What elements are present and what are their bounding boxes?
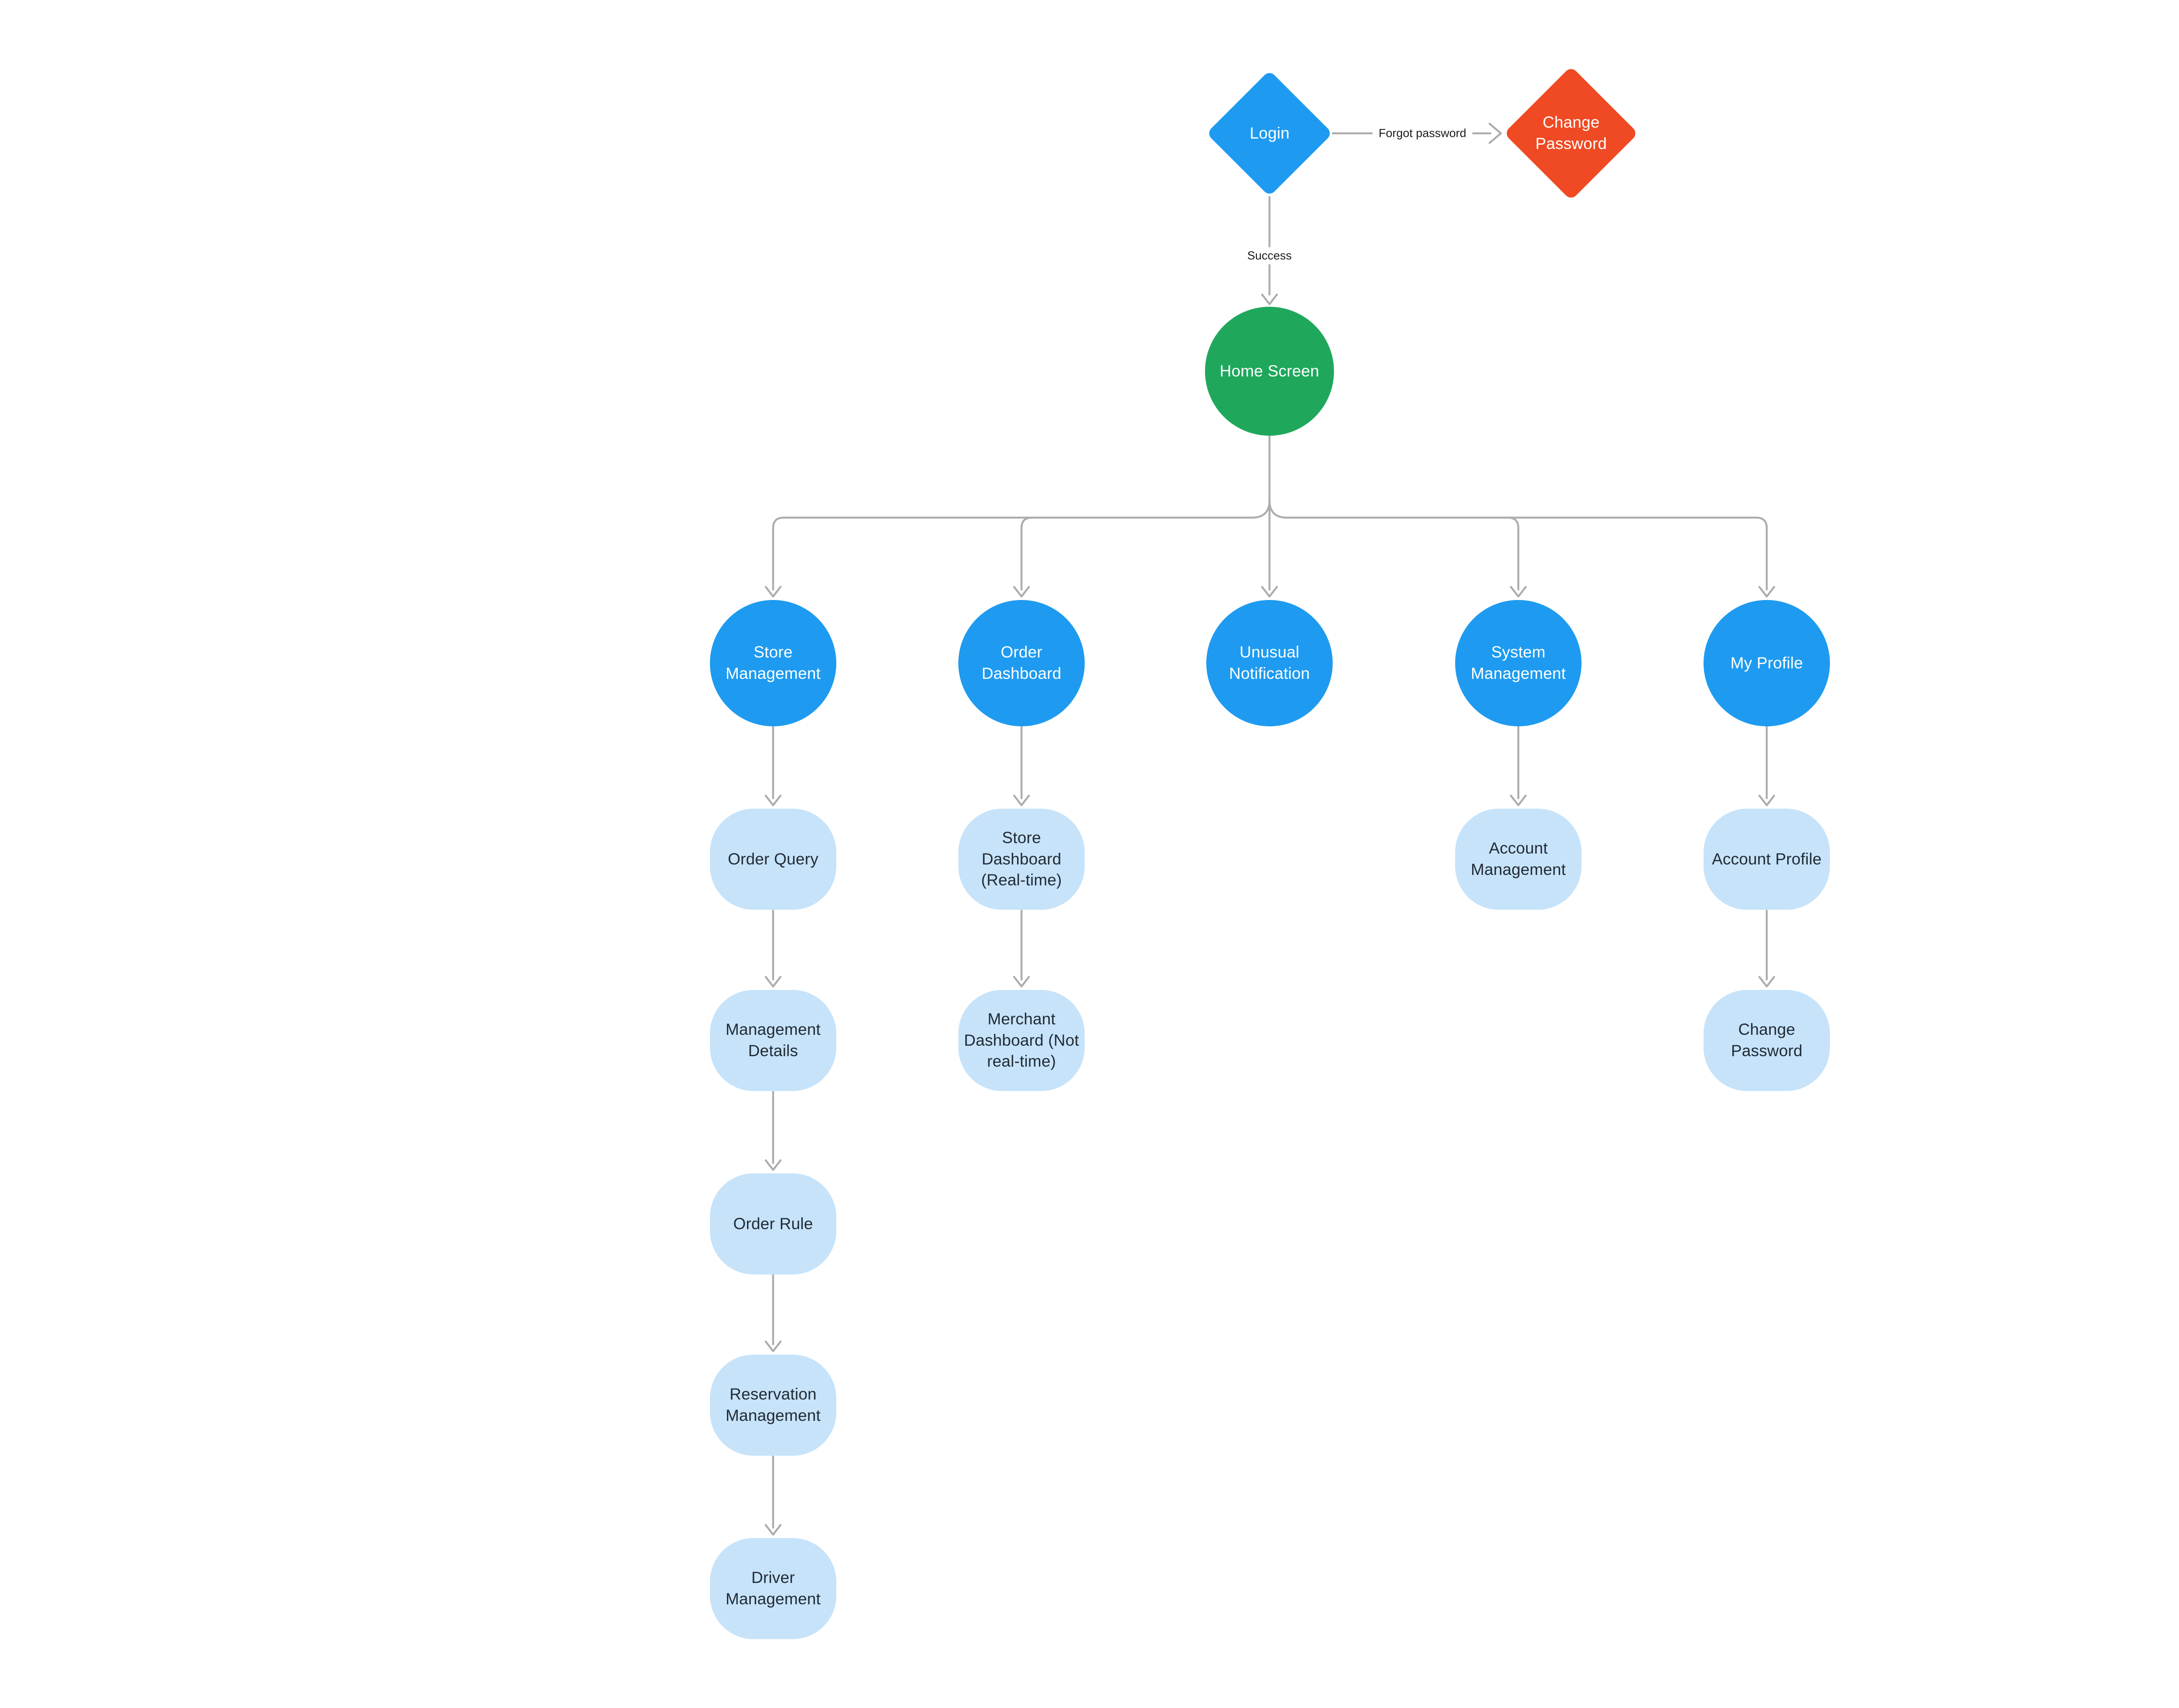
edge-order-query-management-details [764,909,782,988]
node-account-management[interactable]: Account Management [1455,809,1582,910]
node-reservation-management-label: Reservation Management [726,1385,821,1424]
node-driver-management-label: Driver Management [726,1569,821,1608]
node-login-label: Login [1249,124,1290,142]
node-store-dashboard-label: Store Dashboard (Real-time) [981,828,1062,889]
edge-my-profile-account-profile [1758,725,1775,807]
node-order-rule[interactable]: Order Rule [710,1173,836,1274]
node-change-password-decision-label: Change Password [1535,113,1607,152]
node-unusual-notification[interactable]: Unusual Notification [1206,600,1333,726]
node-management-details[interactable]: Management Details [710,990,836,1091]
node-system-management[interactable]: System Management [1455,600,1582,726]
edge-store-management-order-query [764,725,782,807]
node-management-details-label: Management Details [726,1020,821,1060]
node-account-management-label: Account Management [1471,839,1566,878]
node-change-password[interactable]: Change Password [1704,990,1830,1091]
node-store-dashboard[interactable]: Store Dashboard (Real-time) [958,809,1085,910]
node-order-dashboard[interactable]: Order Dashboard [958,600,1085,726]
node-home-screen[interactable]: Home Screen [1205,307,1334,436]
node-merchant-dashboard[interactable]: Merchant Dashboard (Not real-time) [958,990,1085,1091]
node-store-management[interactable]: Store Management [710,600,836,726]
node-account-profile[interactable]: Account Profile [1704,809,1830,910]
edge-home-screen-branches [764,434,1775,598]
node-reservation-management[interactable]: Reservation Management [710,1355,836,1456]
node-order-query-label: Order Query [728,850,818,868]
edge-login-home-screen [1261,196,1278,305]
edge-management-details-order-rule [764,1091,782,1171]
node-account-profile-label: Account Profile [1712,850,1822,868]
edge-system-management-account-management [1510,725,1527,807]
edge-order-dashboard-store-dashboard [1013,725,1030,807]
node-order-query[interactable]: Order Query [710,809,836,910]
edge-account-profile-change-password [1758,909,1775,988]
node-my-profile[interactable]: My Profile [1704,600,1830,726]
node-change-password-label: Change Password [1731,1020,1803,1060]
edge-reservation-management-driver-management [764,1455,782,1536]
edge-store-dashboard-merchant-dashboard [1013,909,1030,988]
node-my-profile-label: My Profile [1730,654,1803,672]
edge-label-forgot-password: Forgot password [1372,125,1473,142]
node-home-screen-label: Home Screen [1219,362,1320,380]
edge-label-success: Success [1241,247,1298,264]
node-unusual-notification-label: Unusual Notification [1229,643,1310,682]
node-order-dashboard-label: Order Dashboard [981,643,1062,682]
edge-order-rule-reservation-management [764,1274,782,1352]
node-driver-management[interactable]: Driver Management [710,1538,836,1639]
node-order-rule-label: Order Rule [733,1214,813,1233]
node-system-management-label: System Management [1471,643,1566,682]
node-merchant-dashboard-label: Merchant Dashboard (Not real-time) [964,1010,1079,1071]
node-store-management-label: Store Management [726,643,821,682]
